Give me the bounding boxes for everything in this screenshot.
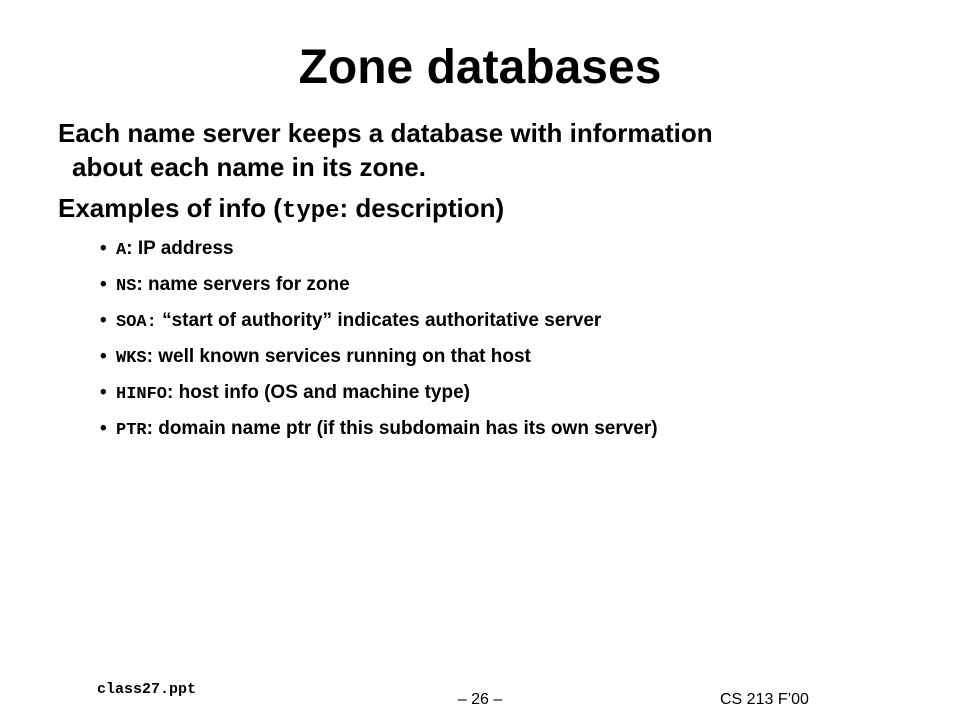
record-separator: : xyxy=(146,418,159,439)
list-item: • A: IP address xyxy=(100,237,918,262)
slide-body: Each name server keeps a database with i… xyxy=(58,116,918,453)
record-type: HINFO xyxy=(116,385,168,404)
record-description: host info (OS and machine type) xyxy=(178,382,470,403)
bullet-icon: • xyxy=(100,238,107,259)
bullet-icon: • xyxy=(100,346,107,367)
record-separator: : xyxy=(146,346,159,367)
record-separator: : xyxy=(167,382,179,403)
examples-heading: Examples of info (type: description) xyxy=(58,191,918,229)
bullet-icon: • xyxy=(100,310,107,331)
footer-course: CS 213 F’00 xyxy=(720,691,809,708)
examples-suffix: : description) xyxy=(339,193,505,223)
bullet-icon: • xyxy=(100,382,107,403)
bullet-icon: • xyxy=(100,274,107,295)
record-separator: : xyxy=(126,238,138,259)
list-item: • WKS: well known services running on tha… xyxy=(100,345,918,370)
list-item: • PTR: domain name ptr (if this subdomain… xyxy=(100,417,918,442)
record-separator: : xyxy=(136,274,149,295)
intro-line-2: about each name in its zone. xyxy=(72,152,426,182)
slide-title: Zone databases xyxy=(298,41,662,94)
record-type-list: • A: IP address • NS: name servers for zon… xyxy=(58,237,918,442)
footer-page-number: – 26 – xyxy=(457,691,503,708)
intro-paragraph: Each name server keeps a database with i… xyxy=(58,116,918,184)
record-type: A xyxy=(116,241,127,260)
record-description: name servers for zone xyxy=(148,274,350,295)
bullet-icon: • xyxy=(100,418,107,439)
record-type: NS xyxy=(116,277,137,296)
record-type: WKS xyxy=(116,349,147,368)
footer-filename: class27.ppt xyxy=(97,681,197,698)
list-item: • HINFO: host info (OS and machine type) xyxy=(100,381,918,406)
list-item: • NS: name servers for zone xyxy=(100,273,918,298)
record-description: IP address xyxy=(137,238,234,259)
intro-line-1: Each name server keeps a database with i… xyxy=(58,118,713,148)
record-description: well known services running on that host xyxy=(158,346,531,367)
record-description: “start of authority” indicates authorita… xyxy=(162,310,602,331)
examples-code: type xyxy=(281,198,340,225)
record-description: domain name ptr (if this subdomain has i… xyxy=(158,418,658,439)
record-type: PTR xyxy=(116,421,147,440)
record-type: SOA: xyxy=(116,313,157,332)
examples-prefix: Examples of info ( xyxy=(58,193,282,223)
list-item: • SOA: “start of authority” indicates aut… xyxy=(100,309,918,334)
